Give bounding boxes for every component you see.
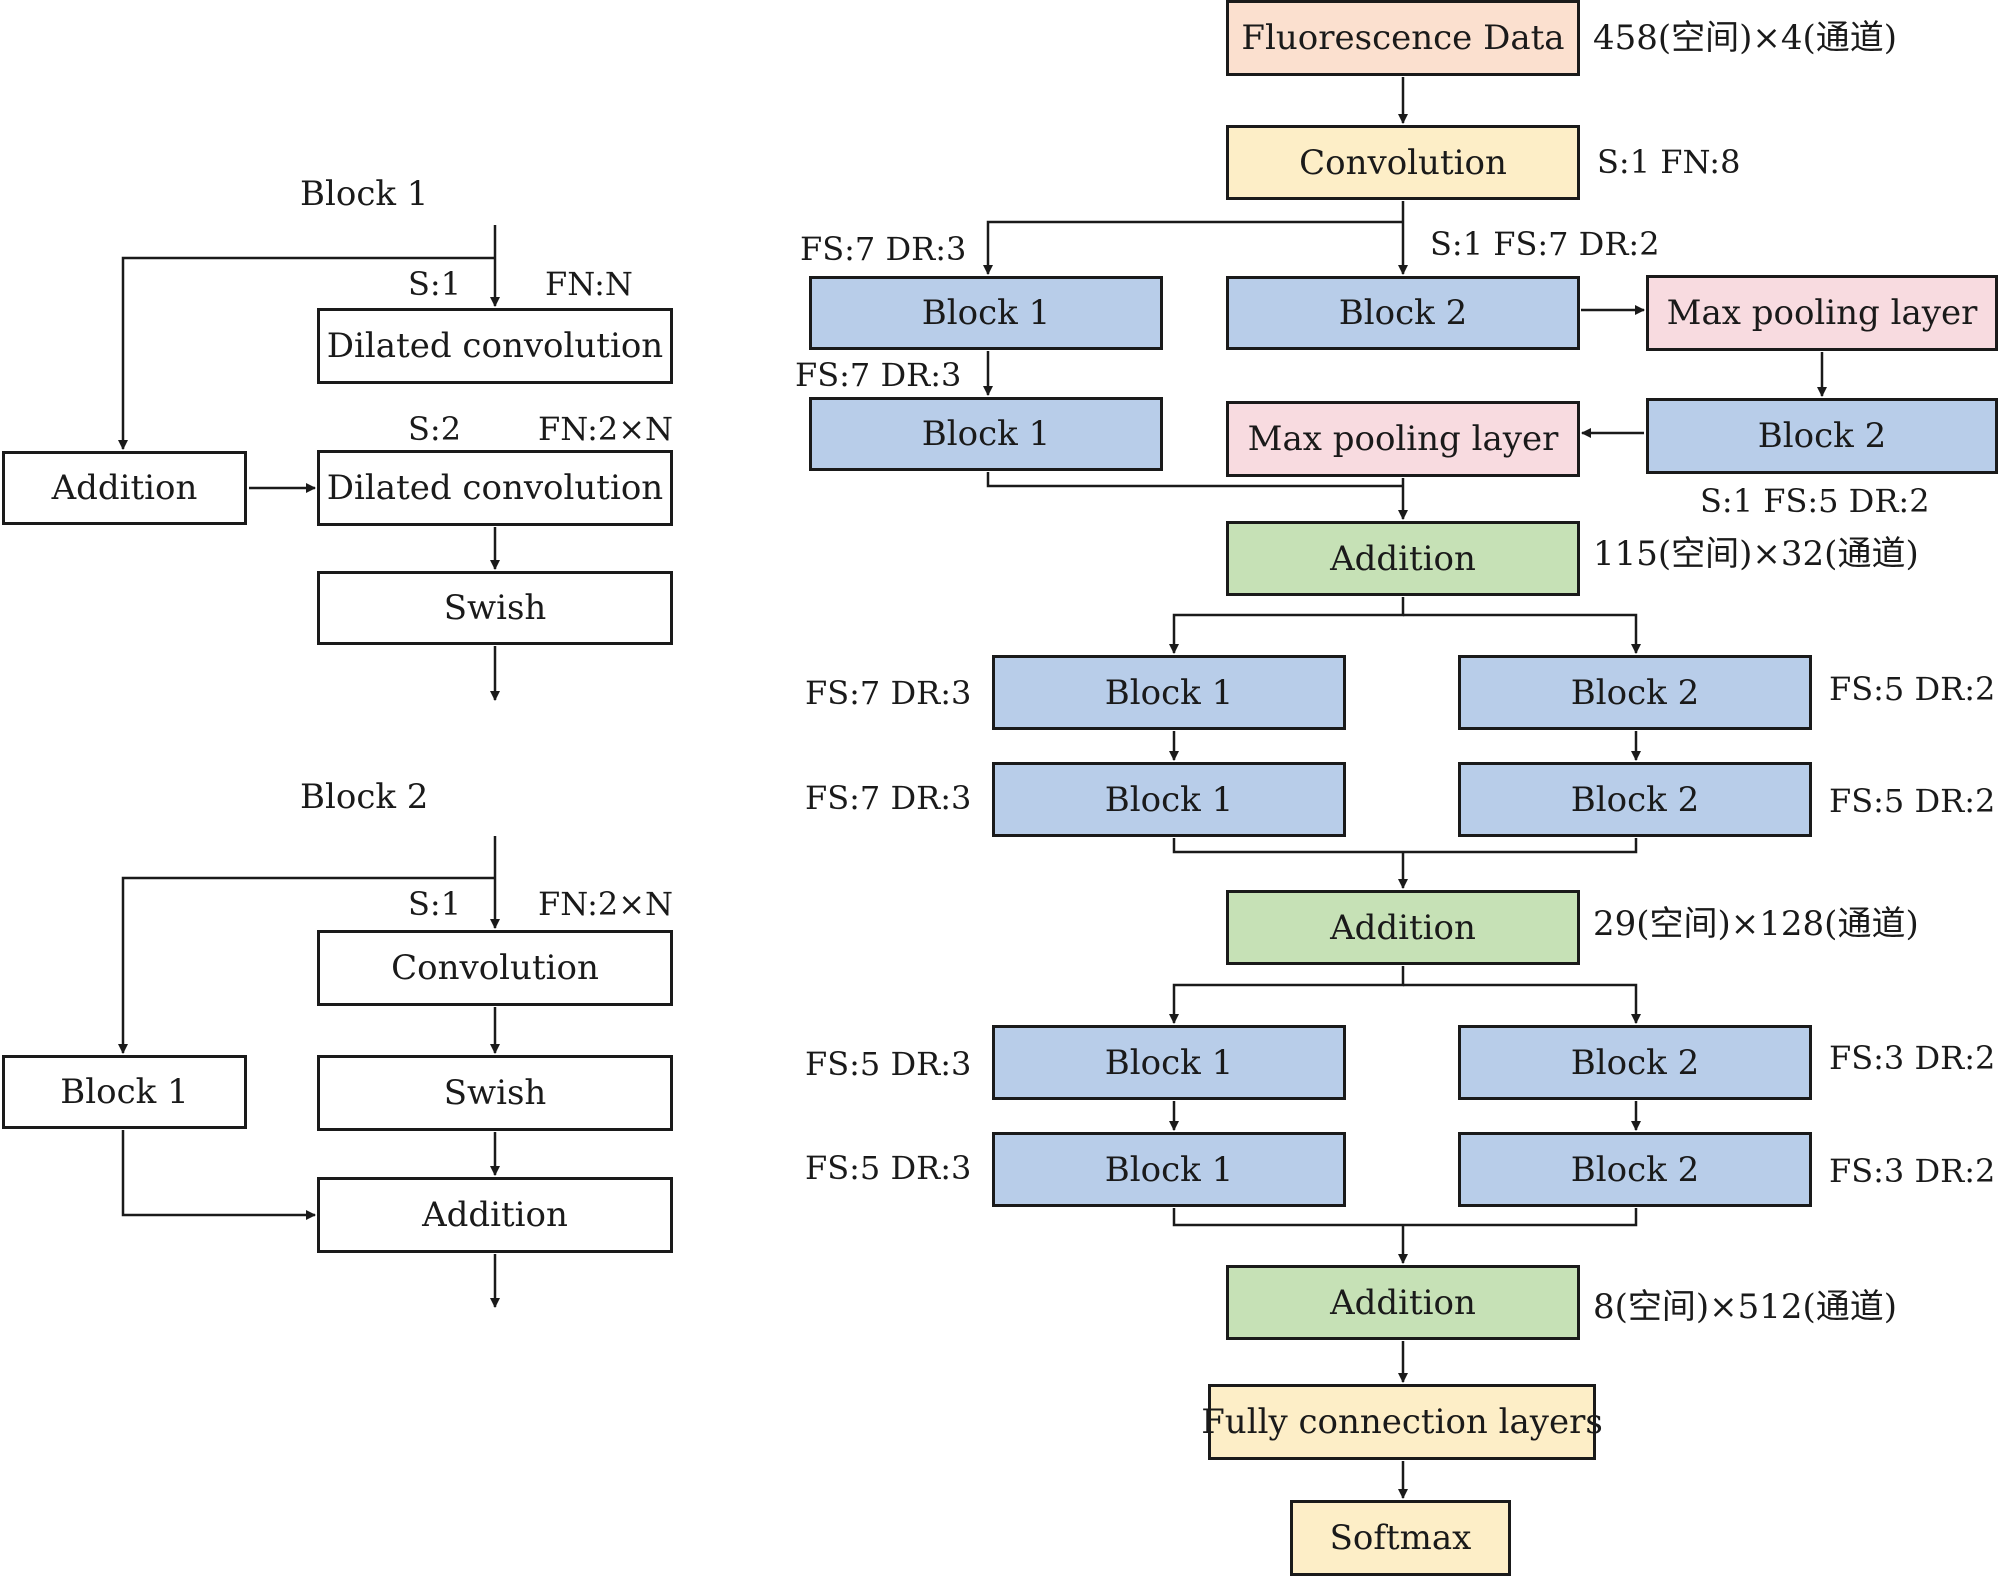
stage3-right-param-1: FS:3 DR:2 [1829,1039,1996,1077]
block2-convolution: Convolution [317,930,673,1006]
initial-convolution: Convolution [1226,125,1580,200]
block2-addition: Addition [317,1177,673,1253]
add2-to-stage3-left [1169,966,1405,1024]
block1-detail-fn1-label: FN:N [545,265,633,303]
block1-dilated-convolution-1: Dilated convolution [317,308,673,384]
fluorescence-data-input: Fluorescence Data [1226,0,1580,76]
right-branch-max-pooling-2: Max pooling layer [1226,401,1580,477]
block2-block1-to-addition [121,1130,316,1220]
stage2-left-block1-a: Block 1 [992,655,1346,730]
addition-1: Addition [1226,521,1580,596]
initial-convolution-params: S:1 FN:8 [1597,143,1741,181]
add2-to-stage3-right [1403,983,1641,1024]
block1-dilated-convolution-2: Dilated convolution [317,450,673,526]
block2-detail-fn-label: FN:2×N [538,885,674,923]
input-shape-label: 458(空间)×4(通道) [1593,18,1898,58]
stage2-right-block2-b: Block 2 [1458,762,1812,837]
left-branch-block1-a: Block 1 [809,276,1163,350]
right-branch-param-2: S:1 FS:5 DR:2 [1700,482,1930,520]
block1-swish: Swish [317,571,673,645]
stage2-right-block2-a: Block 2 [1458,655,1812,730]
stage2-right-param-1: FS:5 DR:2 [1829,670,1996,708]
block2-block1: Block 1 [2,1055,247,1129]
right-branch-block2-a: Block 2 [1226,276,1580,350]
left-branch-param-2: FS:7 DR:3 [795,356,962,394]
right-branch-max-pooling-1: Max pooling layer [1646,275,1998,351]
stage3-left-param-1: FS:5 DR:3 [805,1045,972,1083]
left-branch-block1-b: Block 1 [809,397,1163,471]
stage2-right-param-2: FS:5 DR:2 [1829,782,1996,820]
addition-3: Addition [1226,1265,1580,1340]
stage3-right-param-2: FS:3 DR:2 [1829,1152,1996,1190]
block1-detail-s2-label: S:2 [408,410,462,448]
stage3-right-block2-b: Block 2 [1458,1132,1812,1207]
stage2-left-block1-b: Block 1 [992,762,1346,837]
block1-addition: Addition [2,451,247,525]
addition-1-shape: 115(空间)×32(通道) [1593,534,1919,574]
stage2-left-param-1: FS:7 DR:3 [805,674,972,712]
fully-connection-layers: Fully connection layers [1201,1384,1603,1460]
addition-3-shape: 8(空间)×512(通道) [1593,1287,1898,1327]
block2-detail-title: Block 2 [300,777,429,817]
conv-to-block1 [983,220,1403,275]
addition-2-shape: 29(空间)×128(通道) [1593,904,1919,944]
right-branch-block2-b: Block 2 [1646,398,1998,474]
stage2-left-param-2: FS:7 DR:3 [805,779,972,817]
stage3-left-block1-b: Block 1 [992,1132,1346,1207]
left-branch-merge [986,472,1403,488]
addition-2: Addition [1226,890,1580,965]
right-branch-param-1: S:1 FS:7 DR:2 [1430,225,1660,263]
stage3-right-block2-a: Block 2 [1458,1025,1812,1100]
block2-skip-to-block1 [118,876,495,1054]
block1-detail-title: Block 1 [300,174,429,214]
add1-to-stage2-left [1169,597,1405,654]
softmax: Softmax [1290,1500,1511,1576]
block2-detail-s1-label: S:1 [408,885,462,923]
block1-detail-s1-label: S:1 [408,265,462,303]
stage2-merge [1172,838,1638,854]
block1-skip-to-addition [118,256,495,450]
stage3-merge [1172,1208,1638,1227]
block1-detail-fn2-label: FN:2×N [538,410,674,448]
block2-swish: Swish [317,1055,673,1131]
left-branch-param-1: FS:7 DR:3 [800,230,967,268]
stage3-left-block1-a: Block 1 [992,1025,1346,1100]
stage3-left-param-2: FS:5 DR:3 [805,1149,972,1187]
add1-to-stage2-right [1403,613,1641,654]
